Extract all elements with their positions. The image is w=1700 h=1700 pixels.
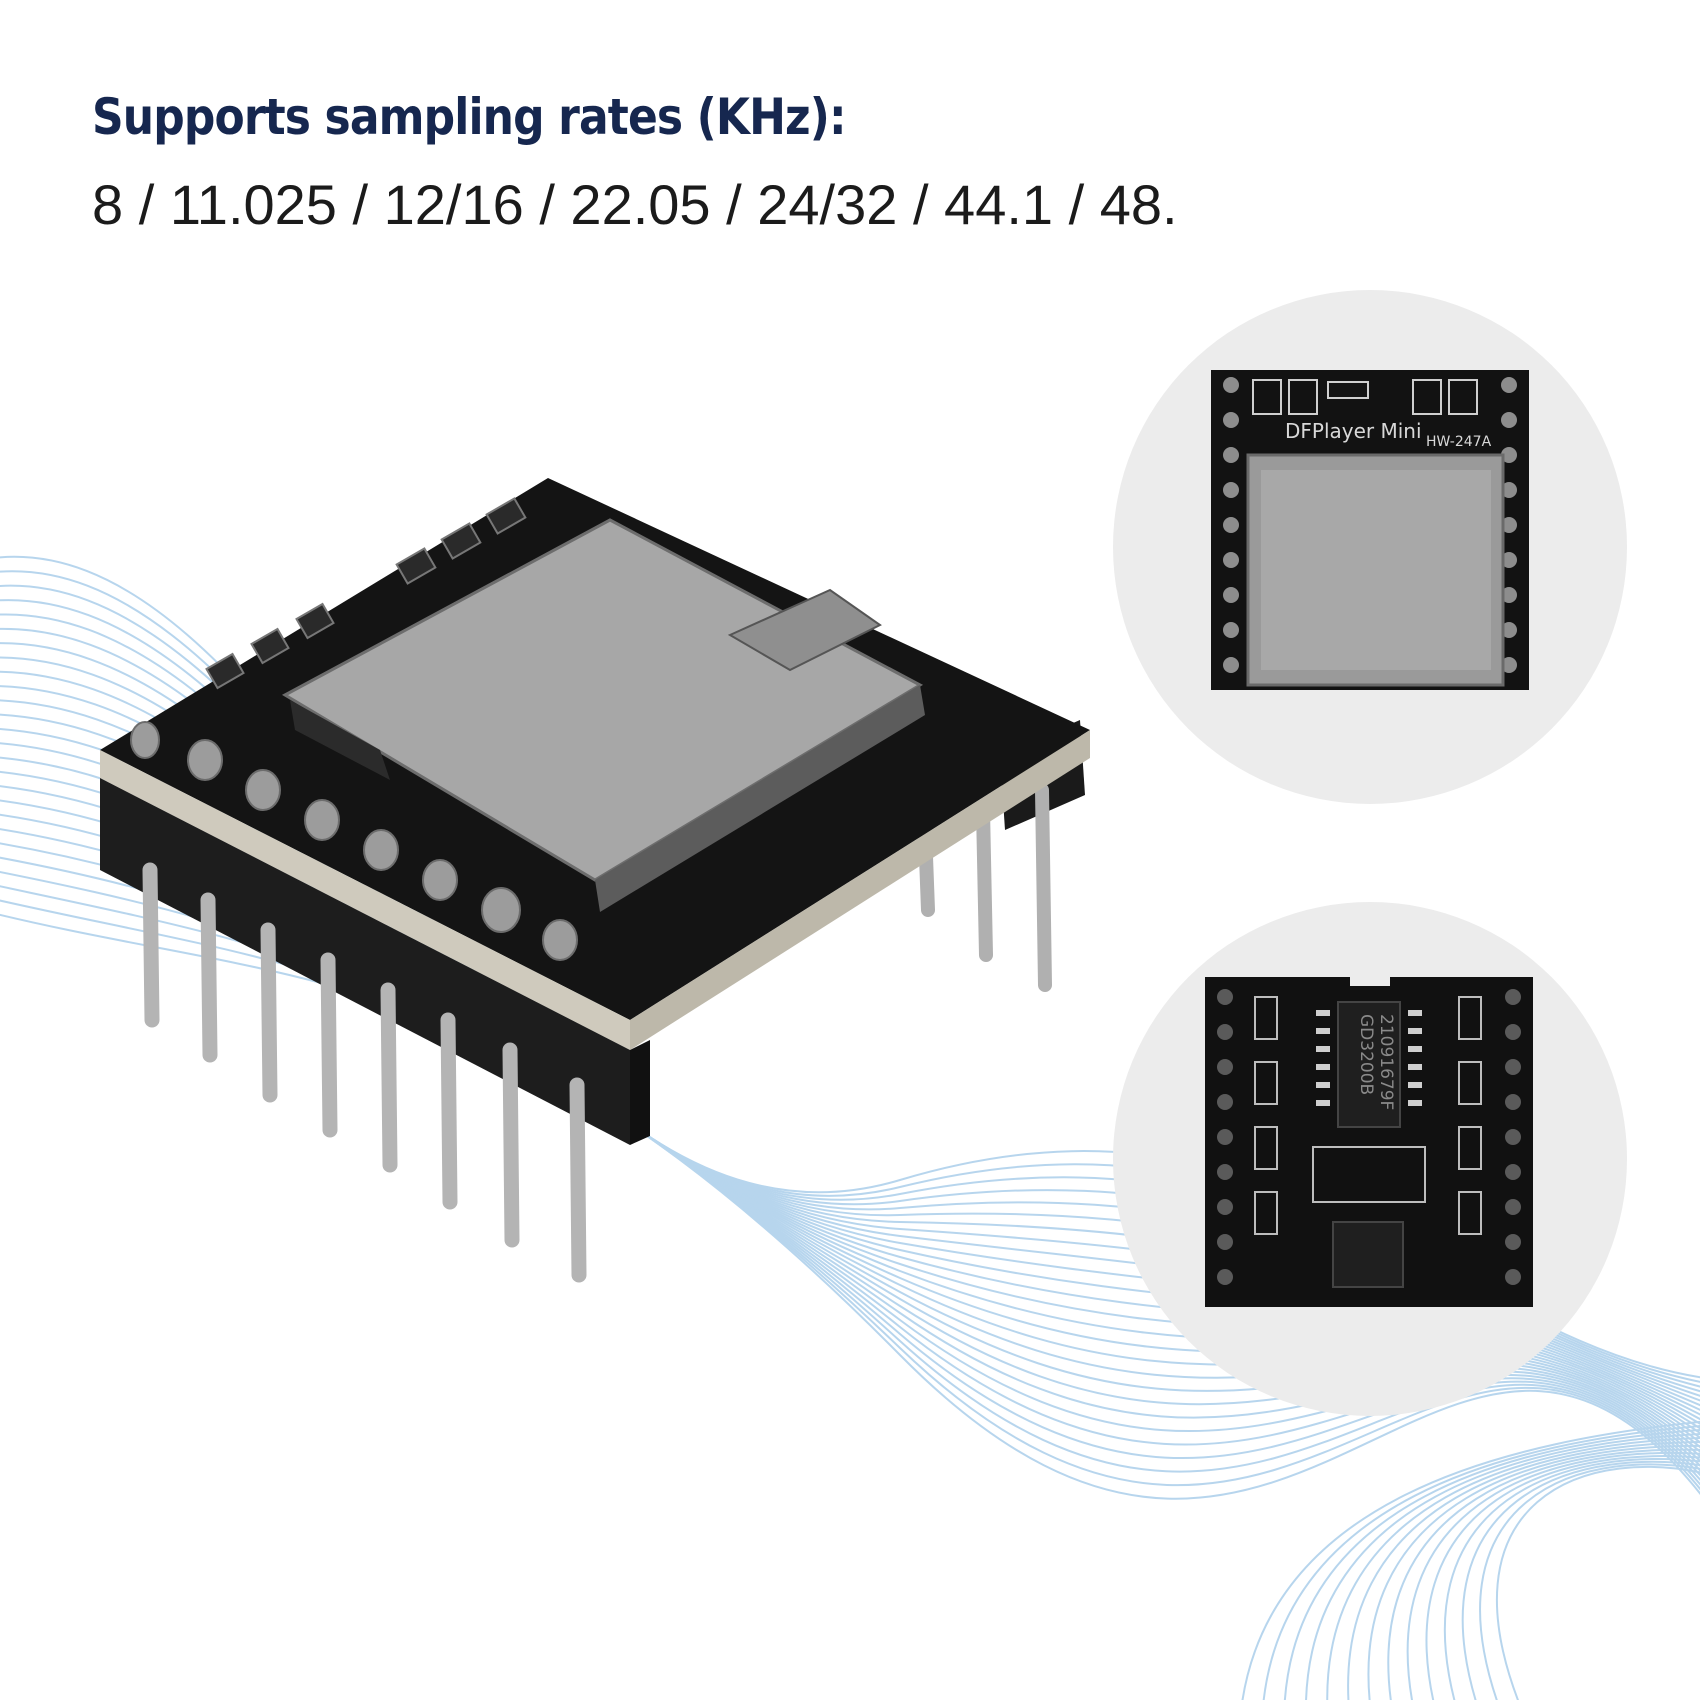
wave-line [1406, 1452, 1700, 1700]
module-top-view: DFPlayer Mini HW-247A [1211, 370, 1529, 690]
amplifier-chip [1332, 1221, 1404, 1288]
wave-line [1367, 1444, 1700, 1700]
wave-line [1241, 1420, 1700, 1700]
front-pins [142, 862, 587, 1283]
wave-line [1443, 1458, 1700, 1700]
front-pin-header [100, 778, 630, 1145]
sampling-rates: 8 / 11.025 / 12/16 / 22.05 / 24/32 / 44.… [92, 173, 1178, 236]
wave-line [1461, 1460, 1700, 1700]
top-pin-holes [1223, 377, 1517, 673]
decoder-chip [1337, 1001, 1401, 1128]
module-bottom-view: GD3200B 21091679F [1205, 974, 1533, 1307]
wave-line [1284, 1429, 1700, 1700]
chip-marking-line1: GD3200B [1356, 1014, 1376, 1095]
wave-line [1326, 1437, 1700, 1700]
wave-line [1495, 1465, 1700, 1700]
wave-line [1262, 1425, 1700, 1700]
wave-line [1479, 1463, 1700, 1700]
wave-line [1305, 1433, 1700, 1700]
top-view-circle: DFPlayer Mini HW-247A [1113, 290, 1627, 804]
wave-line [1425, 1455, 1700, 1700]
wave-line [1387, 1448, 1700, 1700]
bottom-view-circle: GD3200B 21091679F [1113, 902, 1627, 1416]
chip-marking-line2: 21091679F [1376, 1014, 1396, 1110]
headline: Supports sampling rates (KHz): [92, 88, 847, 146]
wave-line [0, 913, 1700, 1500]
wave-line [1347, 1441, 1700, 1700]
board-name-label: DFPlayer Mini [1285, 419, 1422, 443]
bottom-pin-holes [1217, 989, 1521, 1285]
board-model-label: HW-247A [1426, 434, 1492, 450]
dfplayer-module-image [100, 478, 1090, 1283]
